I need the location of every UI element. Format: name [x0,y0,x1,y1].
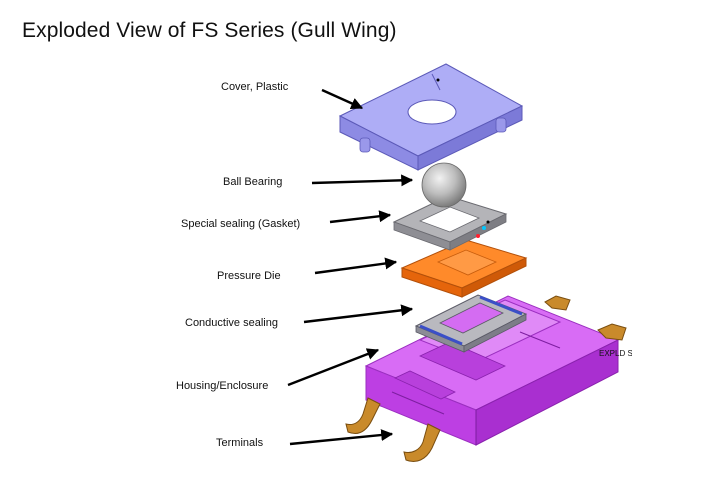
label-ball-bearing: Ball Bearing [223,176,283,188]
pressure-die-part [400,239,528,298]
arrow-pressure-die [314,257,398,275]
view-tag: EXPLD S [599,349,632,358]
conductive-sealing-part [414,294,528,353]
terminals-part [345,295,627,462]
arrow-terminals [289,429,394,446]
gasket-part [392,195,508,251]
leader-arrows [287,88,414,446]
label-pressure-die: Pressure Die [217,270,281,282]
label-housing: Housing/Enclosure [176,380,269,392]
page-title: Exploded View of FS Series (Gull Wing) [22,19,397,42]
label-cover: Cover, Plastic [221,81,289,93]
arrow-gasket [329,210,392,224]
cover-part [338,63,524,171]
arrow-cover [321,88,364,110]
arrow-housing [287,348,380,387]
label-gasket: Special sealing (Gasket) [181,218,301,230]
arrow-ball-bearing [311,174,414,187]
label-terminals: Terminals [216,437,264,449]
label-conductive-sealing: Conductive sealing [185,317,278,329]
ball-bearing-part [421,162,467,208]
arrow-conductive-sealing [303,304,414,324]
